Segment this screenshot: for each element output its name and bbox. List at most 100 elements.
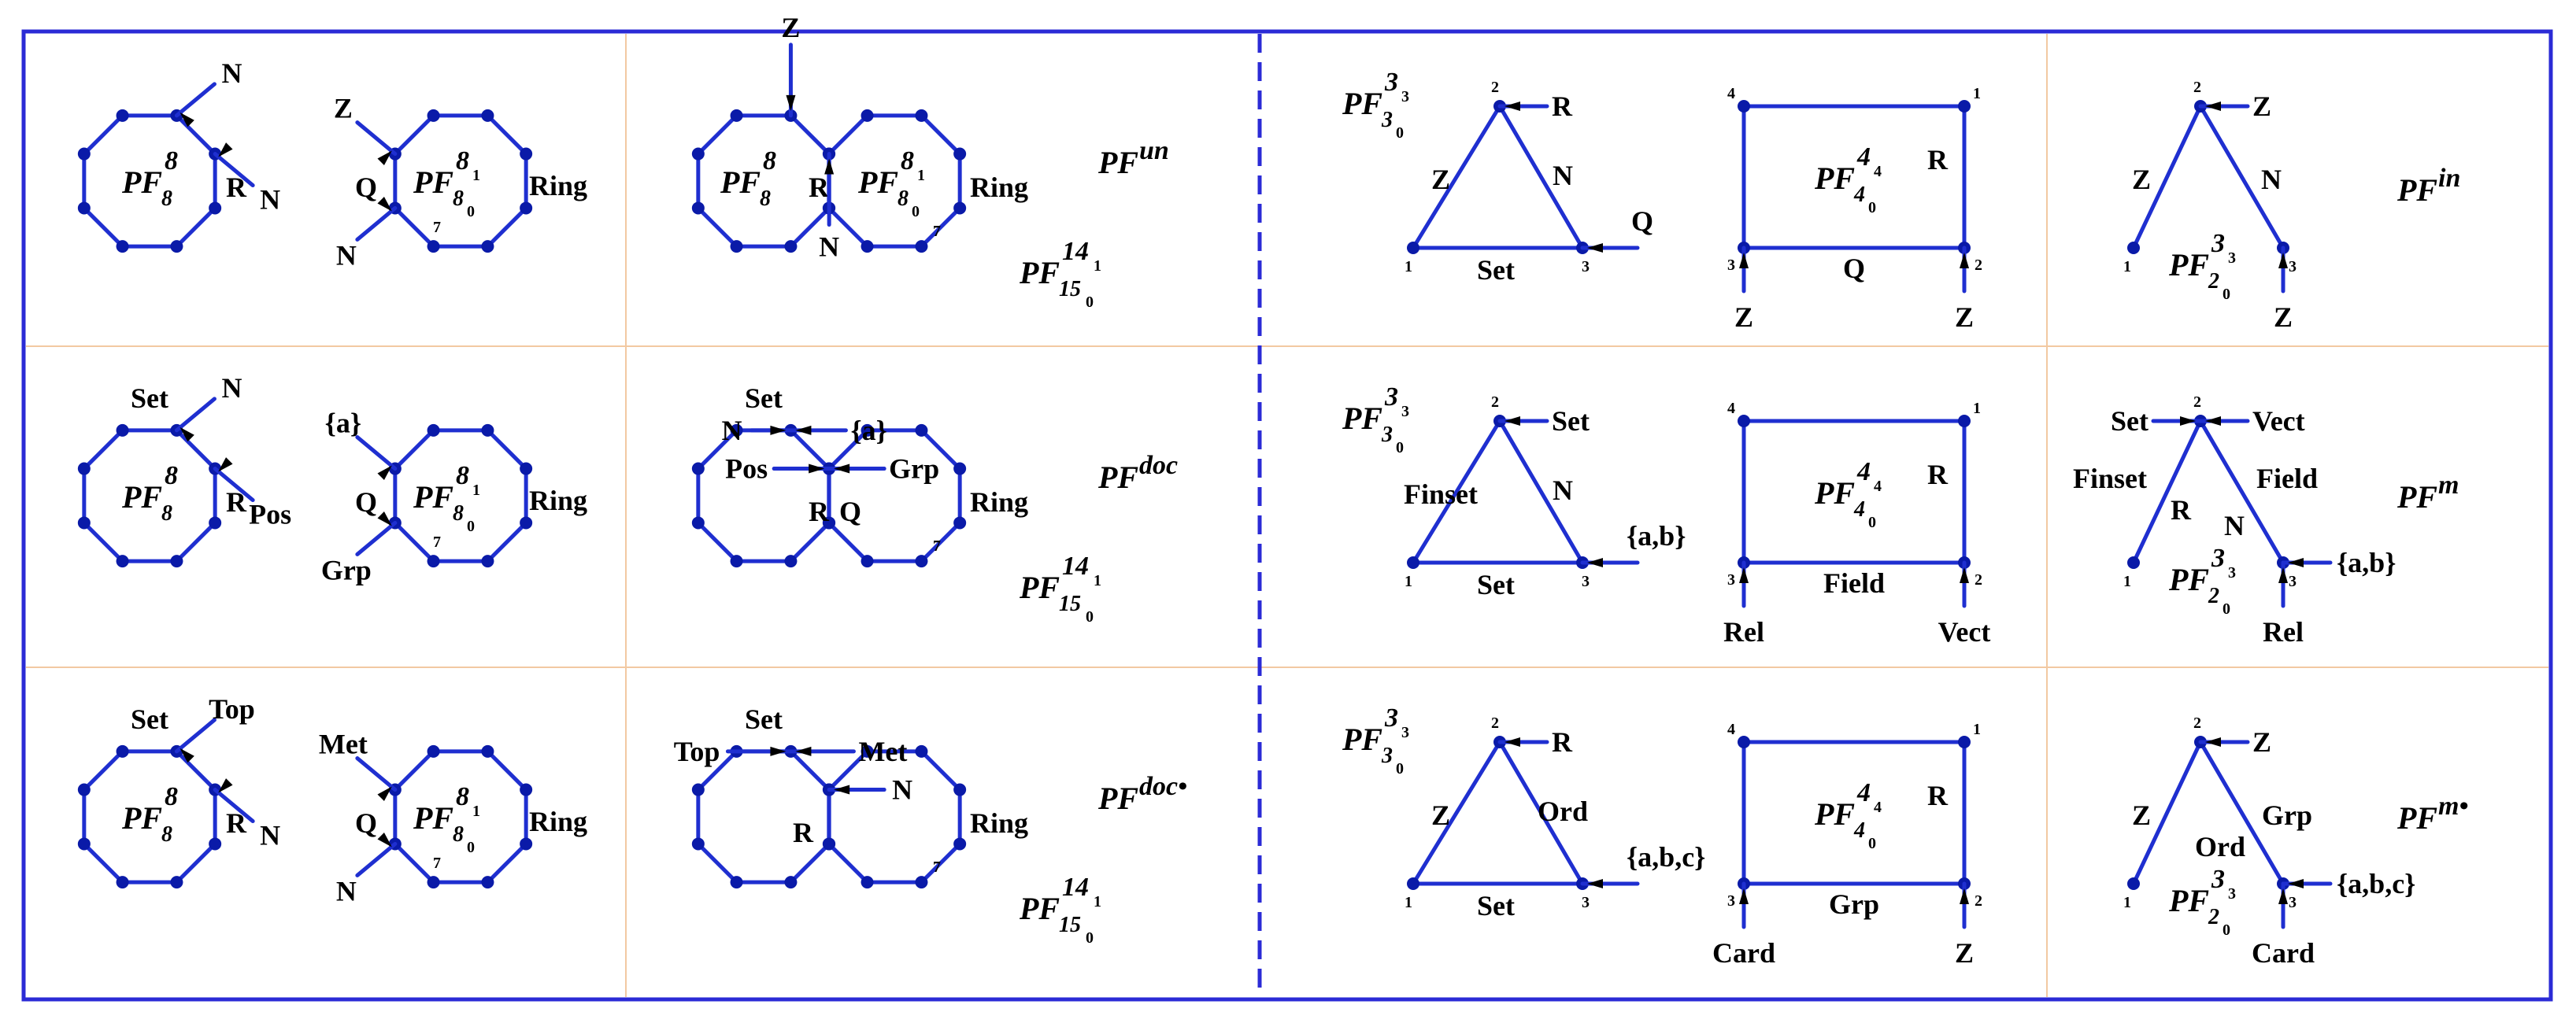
node <box>861 109 874 122</box>
label-top: N <box>221 372 242 404</box>
label-ring: Ring <box>529 170 587 201</box>
pf-subscript: 15 <box>1059 592 1081 616</box>
node <box>953 516 967 530</box>
pf-name: PF <box>1019 255 1060 290</box>
node <box>427 744 440 758</box>
node <box>77 147 91 161</box>
octagon-edge <box>696 428 739 471</box>
label-bottom: N <box>336 239 357 271</box>
label-ring: Ring <box>970 807 1028 839</box>
node-index: 3 <box>2289 573 2297 590</box>
label-right-in: {a,b,c} <box>2337 868 2415 899</box>
node-index: 1 <box>1405 258 1412 275</box>
label-pin-left: Z <box>1734 301 1753 333</box>
pf-superscript-index: 4 <box>1874 799 1882 816</box>
label-bottom: N <box>819 231 839 263</box>
label-left: Z <box>1431 800 1450 831</box>
pf-subscript: 3 <box>1381 108 1393 132</box>
attach-edge-top <box>355 756 398 792</box>
pf-superscript-index: 1 <box>472 167 480 184</box>
label-center: Ord <box>2195 831 2245 862</box>
arrow-head <box>2278 567 2288 583</box>
node-index: 1 <box>2123 258 2131 275</box>
pf-subscript: 8 <box>453 186 464 211</box>
pf-superscript: 8 <box>456 461 469 490</box>
node-index: 3 <box>2289 258 2297 275</box>
node <box>1407 242 1419 254</box>
label-top: R <box>1552 90 1573 122</box>
pf-subscript: 8 <box>453 822 464 847</box>
node <box>170 876 183 889</box>
attach-edge-top <box>355 120 398 157</box>
label-out: Q <box>1631 205 1653 237</box>
node <box>77 201 91 215</box>
node <box>915 744 928 758</box>
pf-subscript-index: 0 <box>1868 514 1876 531</box>
node <box>1738 415 1750 427</box>
node <box>915 240 928 253</box>
pf-superscript-index: 3 <box>2228 249 2236 267</box>
arrow-head <box>2278 253 2288 268</box>
node-index: 7 <box>933 223 941 240</box>
octagon-edge <box>827 428 870 471</box>
pf-name: PF <box>2168 883 2209 918</box>
label-pin: Card <box>2252 937 2315 969</box>
arrow-head <box>1505 737 1520 747</box>
pf-superscript: 14 <box>1062 552 1089 581</box>
node <box>481 240 494 253</box>
node <box>2127 877 2140 890</box>
pf-superscript: 3 <box>1384 703 1398 733</box>
label-left: Z <box>1431 164 1450 195</box>
node <box>784 240 798 253</box>
label-right: R <box>1927 144 1949 175</box>
node <box>1407 877 1419 890</box>
node <box>691 516 705 530</box>
pf-superscript: 4 <box>1856 142 1871 172</box>
pf-superscript: 4 <box>1856 778 1871 807</box>
label-left-in: Set <box>2111 405 2149 437</box>
node-index: 1 <box>1405 894 1412 911</box>
arrow-head <box>795 425 812 435</box>
pf-superscript: 3 <box>2211 544 2225 573</box>
attach-edge-bottom <box>355 205 398 242</box>
pf-superscript: 3 <box>1384 382 1398 412</box>
node <box>2127 556 2140 569</box>
octagon-edge <box>696 841 739 884</box>
pf-name: PF <box>1019 570 1060 605</box>
pf-subscript: 15 <box>1059 277 1081 301</box>
pf-subscript-index: 0 <box>1868 835 1876 852</box>
node <box>520 783 533 796</box>
pf-subscript-index: 0 <box>1396 760 1404 777</box>
node <box>427 240 440 253</box>
pf-superscript: m• <box>2438 792 2468 821</box>
octagon-edge <box>174 205 217 249</box>
label-bottom: Field <box>1823 567 1885 599</box>
pf-superscript-index: 1 <box>917 167 925 184</box>
arrow-head <box>1960 567 1969 583</box>
pf-subscript-index: 0 <box>467 839 475 856</box>
pf-superscript: 4 <box>1856 457 1871 486</box>
label-bottom: N <box>336 875 357 907</box>
octagon-b <box>822 744 967 889</box>
pf-superscript: 8 <box>456 146 469 175</box>
label-Q: Q <box>355 486 377 518</box>
node-index: 4 <box>1727 721 1735 738</box>
node <box>116 744 129 758</box>
pf-superscript: 8 <box>763 146 776 175</box>
pf-superscript: doc <box>1139 451 1178 480</box>
arrow-head <box>1960 888 1969 904</box>
node <box>209 201 222 215</box>
pf-name: PF <box>1342 401 1382 436</box>
node <box>427 876 440 889</box>
label-left: Z <box>2132 800 2151 831</box>
vee-edge <box>2131 740 2203 886</box>
node-index: 1 <box>1973 85 1981 102</box>
label-bottom: N <box>260 820 280 851</box>
